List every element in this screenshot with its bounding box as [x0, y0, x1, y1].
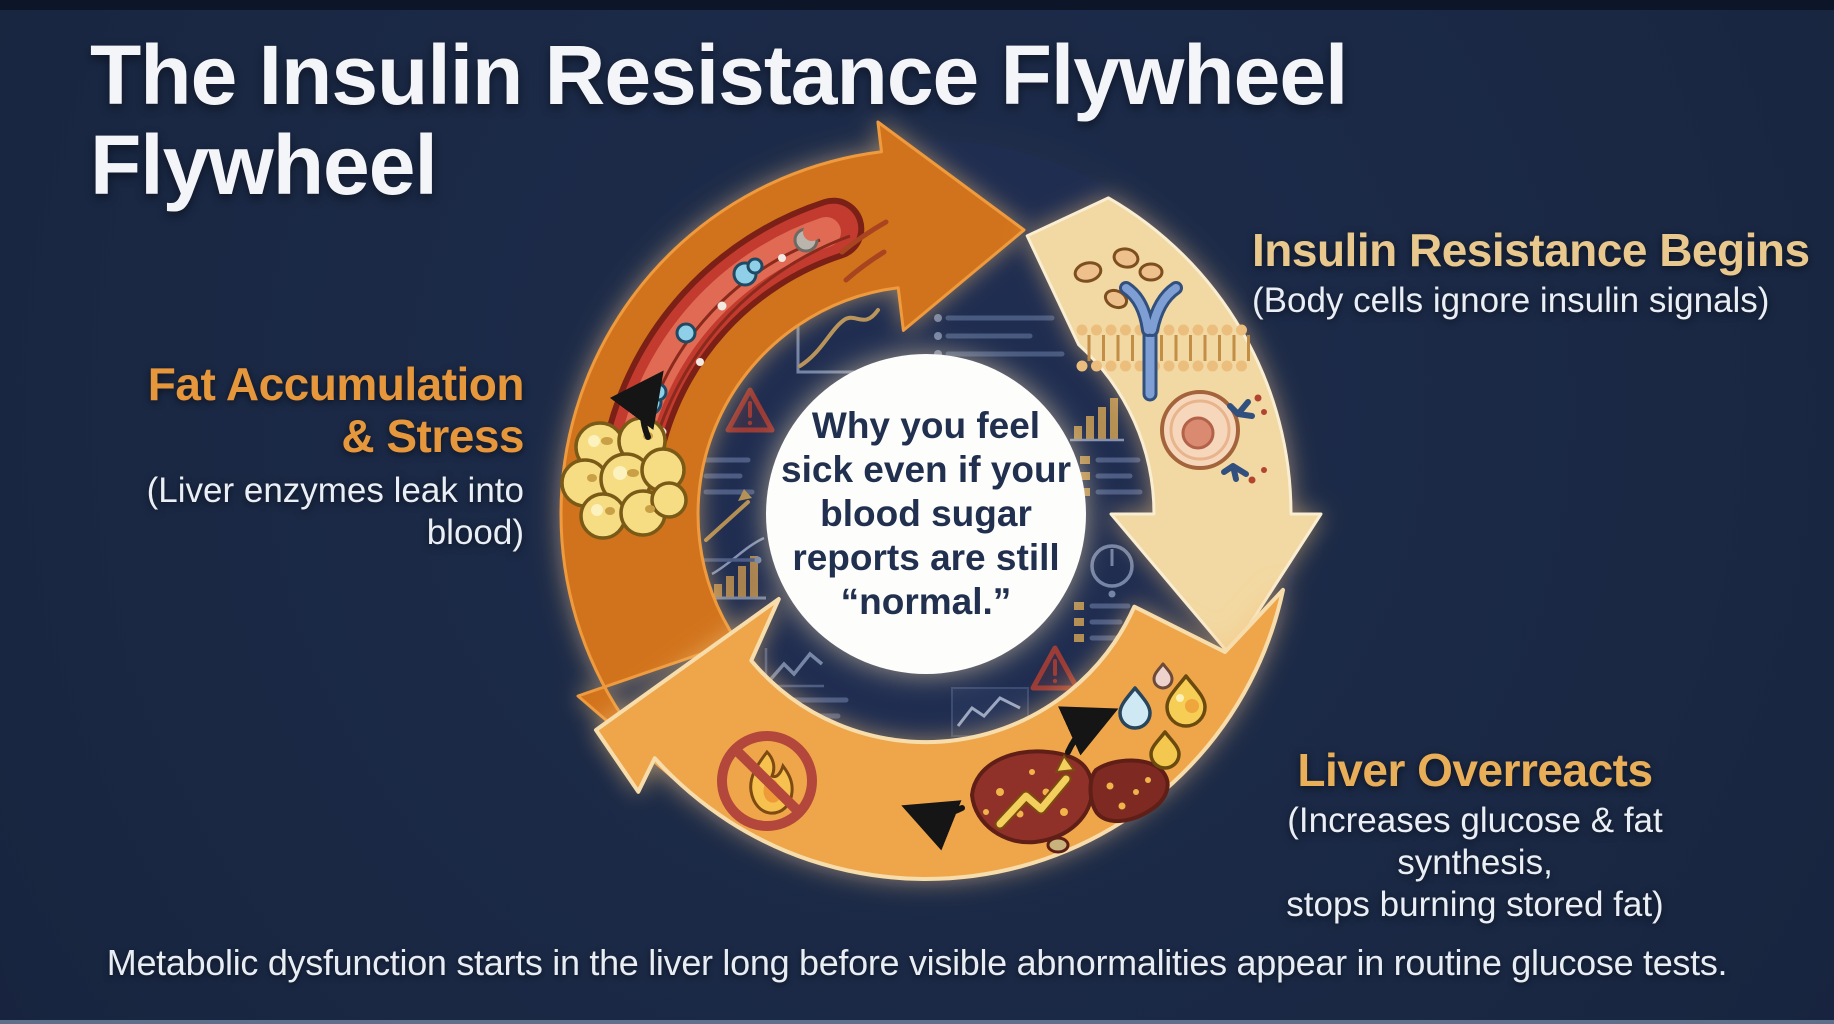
stage-label-insulin-resistance: Insulin Resistance Begins (Body cells ig…: [1252, 224, 1812, 322]
stage-title-line1: Fat Accumulation: [147, 358, 525, 410]
stage-subtitle-line1: (Increases glucose & fat synthesis,: [1287, 801, 1663, 882]
warning-triangle-icon-upper: [725, 387, 775, 433]
center-message-line: reports are still: [792, 537, 1060, 578]
center-message: Why you feel sick even if your blood sug…: [766, 372, 1086, 656]
center-message-line: Why you feel: [811, 405, 1041, 446]
stage-subtitle: (Body cells ignore insulin signals): [1252, 281, 1770, 320]
stage-title: Liver Overreacts: [1297, 744, 1653, 796]
center-message-line: sick even if your: [781, 449, 1071, 490]
list-doodle-icon-right: [1080, 456, 1143, 496]
warning-triangle-icon-lower: [1030, 645, 1080, 691]
footer-caption: Metabolic dysfunction starts in the live…: [106, 942, 1728, 983]
lipid-droplets-icon: [1118, 662, 1207, 770]
insulin-molecules-icon: [1073, 247, 1140, 310]
no-fat-burning-icon: [717, 731, 817, 831]
dotted-rows-doodle-icon: [934, 314, 1065, 358]
bottom-letterbox-bar: [0, 1020, 1834, 1024]
stage-title: Insulin Resistance Begins: [1252, 224, 1810, 276]
center-circle: [766, 354, 1086, 674]
stage-label-fat-accumulation: Fat Accumulation & Stress (Liver enzymes…: [40, 358, 525, 554]
stage-title-line2: & Stress: [341, 410, 524, 462]
top-letterbox-bar: [0, 0, 1834, 10]
bar-chart-doodle-icon-left: [708, 536, 766, 600]
stage-subtitle-line2: stops burning stored fat): [1286, 885, 1664, 924]
bar-chart-doodle-icon-right: [1070, 398, 1124, 442]
liver-to-droplets-arrow-icon: [1058, 706, 1119, 756]
stage-label-liver-overreacts: Liver Overreacts (Increases glucose & fa…: [1205, 744, 1745, 926]
cell-membrane-receptor-icon: [1076, 262, 1262, 402]
flywheel-arrow-dark-orange: [559, 120, 1026, 796]
center-message-line: blood sugar: [820, 493, 1032, 534]
page-title-line2: Flywheel: [90, 118, 438, 212]
liver-output-arrow-icon: [901, 800, 965, 851]
page-title: The Insulin Resistance Flywheel Flywheel: [90, 30, 1590, 210]
fat-to-vessel-arrow-icon: [609, 370, 664, 440]
page-title-line1: The Insulin Resistance Flywheel: [90, 28, 1348, 122]
fat-cells-cluster-icon: [560, 416, 688, 540]
stage-subtitle: (Liver enzymes leak into blood): [146, 471, 524, 552]
center-message-line: “normal.”: [840, 581, 1012, 622]
fatty-liver-icon: [969, 749, 1170, 854]
body-cell-icon: [1160, 390, 1267, 484]
list-trend-doodle-icon-left: [694, 457, 762, 564]
